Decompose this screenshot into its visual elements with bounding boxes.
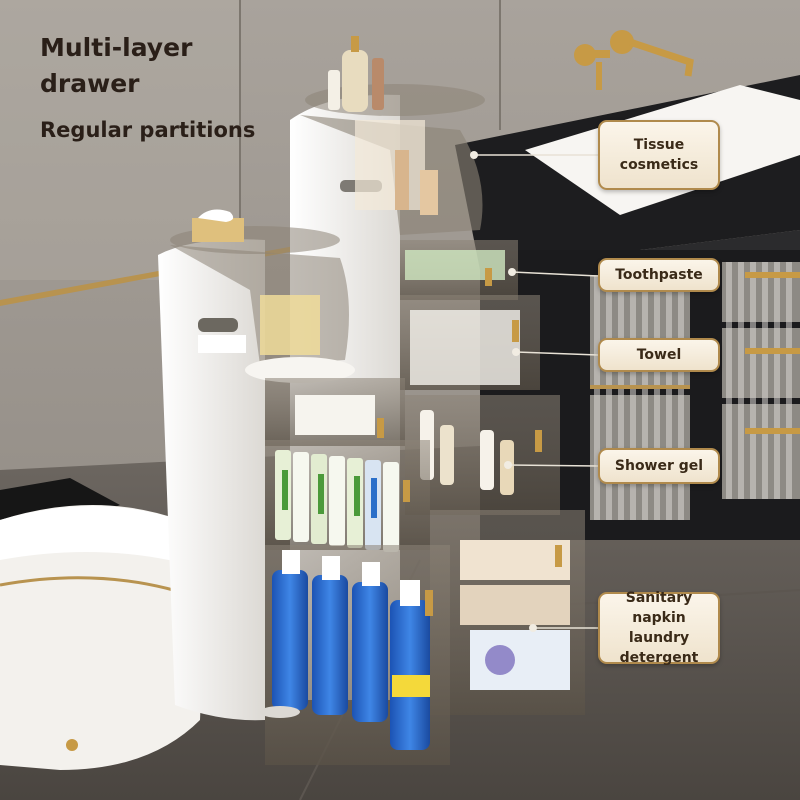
callout-text: cosmetics: [619, 157, 699, 173]
callout-text: Tissue: [633, 137, 685, 153]
callout-text: Sanitary: [625, 590, 693, 606]
callout-towel: Towel: [598, 338, 720, 372]
callout-text: Shower gel: [614, 458, 704, 474]
callout-text: Toothpaste: [615, 267, 703, 283]
faucet-icon: [574, 30, 694, 90]
callout-sanitary-napkin-laundry-detergent: Sanitary napkin laundry detergent: [598, 590, 720, 666]
toilet-illustration: [0, 478, 209, 770]
callout-text: detergent: [619, 650, 699, 666]
headline: Multi-layer drawer: [40, 30, 270, 102]
subheadline: Regular partitions: [40, 118, 256, 142]
callout-shower-gel: Shower gel: [598, 448, 720, 484]
callout-text: napkin laundry: [628, 610, 690, 646]
front-cart-illustration: [158, 209, 450, 765]
headline-line-1: Multi-layer: [40, 33, 193, 62]
callout-toothpaste: Toothpaste: [598, 258, 720, 292]
callout-tissue-cosmetics: Tissue cosmetics: [598, 120, 720, 190]
callout-text: Towel: [636, 347, 682, 363]
headline-line-2: drawer: [40, 69, 140, 98]
